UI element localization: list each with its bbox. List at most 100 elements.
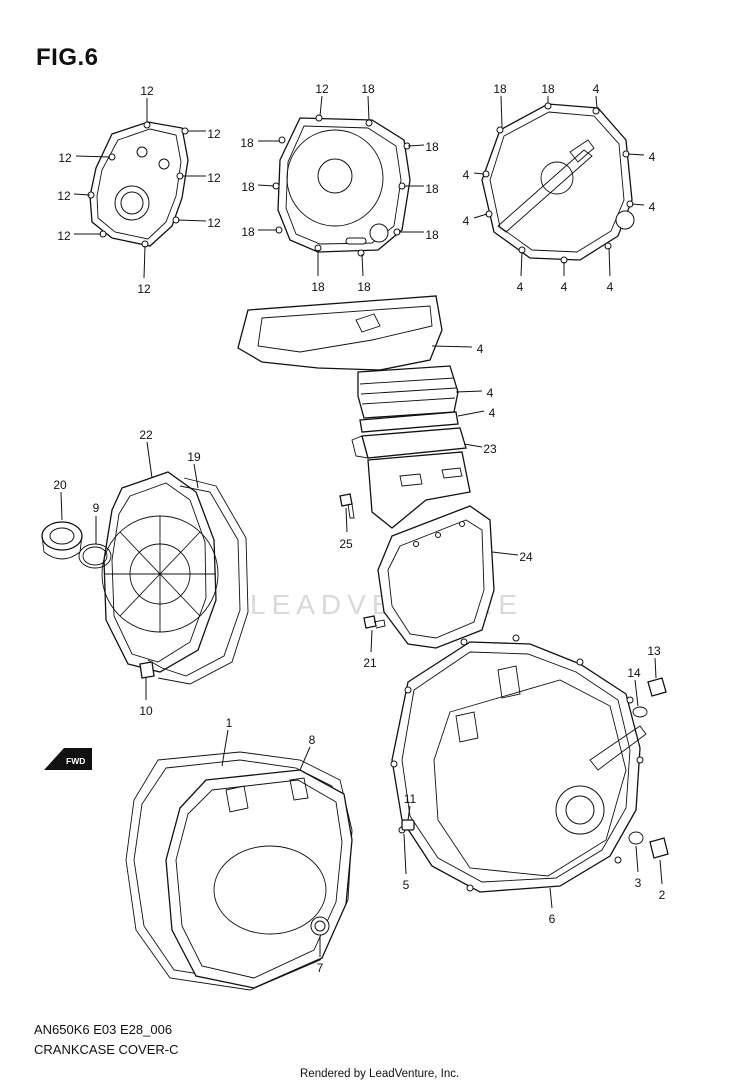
callout-leader-line (491, 551, 519, 556)
callout-number-8: 8 (309, 733, 316, 747)
callout-leader-line (631, 203, 645, 206)
callout-leader-line (659, 859, 663, 885)
callout-number-4: 4 (649, 150, 656, 164)
callout-number-12: 12 (207, 171, 221, 185)
oil-seal-13 (41, 521, 83, 560)
callout-number-12: 12 (57, 229, 71, 243)
small-cover-bolt-12 (87, 121, 189, 248)
plug-16 (310, 916, 330, 936)
callout-number-18: 18 (425, 182, 439, 196)
round-cover-bolt-18 (272, 114, 411, 257)
air-duct-23 (237, 295, 443, 371)
callout-number-18: 18 (425, 228, 439, 242)
callout-leader-line (473, 213, 488, 219)
callout-number-18: 18 (357, 280, 371, 294)
callout-number-18: 18 (361, 82, 375, 96)
callout-leader-line (520, 251, 523, 277)
screw-20 (363, 615, 386, 629)
callout-number-19: 19 (187, 450, 201, 464)
callout-number-4: 4 (477, 342, 484, 356)
callout-leader-line (457, 410, 485, 417)
callout-leader-line (431, 345, 473, 348)
callout-number-3: 3 (635, 876, 642, 890)
callout-leader-line (257, 184, 275, 187)
duct-band-24 (359, 411, 459, 433)
callout-leader-line (367, 95, 370, 121)
air-duct-lower (367, 451, 471, 529)
callout-leader-line (403, 833, 407, 875)
callout-leader-line (627, 153, 645, 156)
clutch-cover-bolt-4 (481, 102, 635, 264)
dowel-pin-3 (401, 819, 415, 831)
callout-number-22: 22 (139, 428, 153, 442)
callout-leader-line (60, 491, 63, 521)
callout-number-1: 1 (226, 716, 233, 730)
callout-number-2: 2 (659, 888, 666, 902)
render-credit: Rendered by LeadVenture, Inc. (300, 1068, 460, 1080)
o-ring-14 (78, 543, 112, 569)
callout-leader-line (345, 507, 348, 533)
callout-number-18: 18 (240, 136, 254, 150)
callout-number-4: 4 (487, 386, 494, 400)
callout-leader-line (193, 463, 199, 489)
callout-number-7: 7 (317, 961, 324, 975)
callout-leader-line (549, 887, 553, 909)
callout-number-12: 12 (207, 127, 221, 141)
fan-shroud-19 (377, 505, 495, 649)
callout-leader-line (146, 441, 153, 479)
callout-number-4: 4 (607, 280, 614, 294)
callout-leader-line (608, 247, 611, 277)
callout-leader-line (407, 805, 411, 821)
callout-number-4: 4 (463, 214, 470, 228)
figure-title: FIG.6 (36, 44, 99, 71)
callout-number-4: 4 (649, 200, 656, 214)
callout-number-10: 10 (139, 704, 153, 718)
callout-number-25: 25 (339, 537, 353, 551)
screw-22 (339, 493, 355, 519)
inner-cover-9 (101, 471, 219, 673)
callout-leader-line (500, 95, 503, 128)
callout-number-24: 24 (519, 550, 533, 564)
assembly-name: CRANKCASE COVER-C (34, 1042, 179, 1057)
callout-leader-line (75, 155, 111, 158)
callout-number-9: 9 (93, 501, 100, 515)
callout-number-21: 21 (363, 656, 377, 670)
callout-number-20: 20 (53, 478, 67, 492)
callout-number-18: 18 (541, 82, 555, 96)
callout-leader-line (634, 679, 639, 707)
callout-leader-line (654, 657, 657, 679)
bolt-11 (139, 661, 155, 679)
crankcase-cover-1 (390, 634, 647, 893)
callout-leader-line (221, 729, 229, 767)
callout-number-18: 18 (311, 280, 325, 294)
callout-leader-line (407, 144, 425, 147)
washer-6 (632, 706, 648, 718)
washer-8 (628, 831, 644, 845)
plug-bolt-5 (647, 677, 667, 697)
callout-number-18: 18 (493, 82, 507, 96)
callout-number-11: 11 (404, 792, 417, 806)
callout-number-14: 14 (627, 666, 641, 680)
callout-leader-line (143, 245, 146, 279)
model-code: AN650K6 E03 E28_006 (34, 1022, 173, 1037)
callout-number-18: 18 (241, 225, 255, 239)
callout-number-12: 12 (57, 189, 71, 203)
callout-number-4: 4 (463, 168, 470, 182)
callout-leader-line (595, 95, 598, 109)
callout-leader-line (73, 193, 91, 196)
callout-number-12: 12 (137, 282, 151, 296)
duct-seal-25 (357, 365, 459, 419)
callout-number-4: 4 (517, 280, 524, 294)
gasket-10 (147, 477, 249, 685)
forward-badge-text: FWD (66, 756, 85, 766)
callout-number-12: 12 (140, 84, 154, 98)
forward-direction-icon: FWD (44, 748, 92, 770)
callout-number-4: 4 (561, 280, 568, 294)
callout-leader-line (635, 845, 639, 873)
callout-number-18: 18 (425, 140, 439, 154)
callout-leader-line (455, 390, 483, 393)
callout-number-12: 12 (207, 216, 221, 230)
